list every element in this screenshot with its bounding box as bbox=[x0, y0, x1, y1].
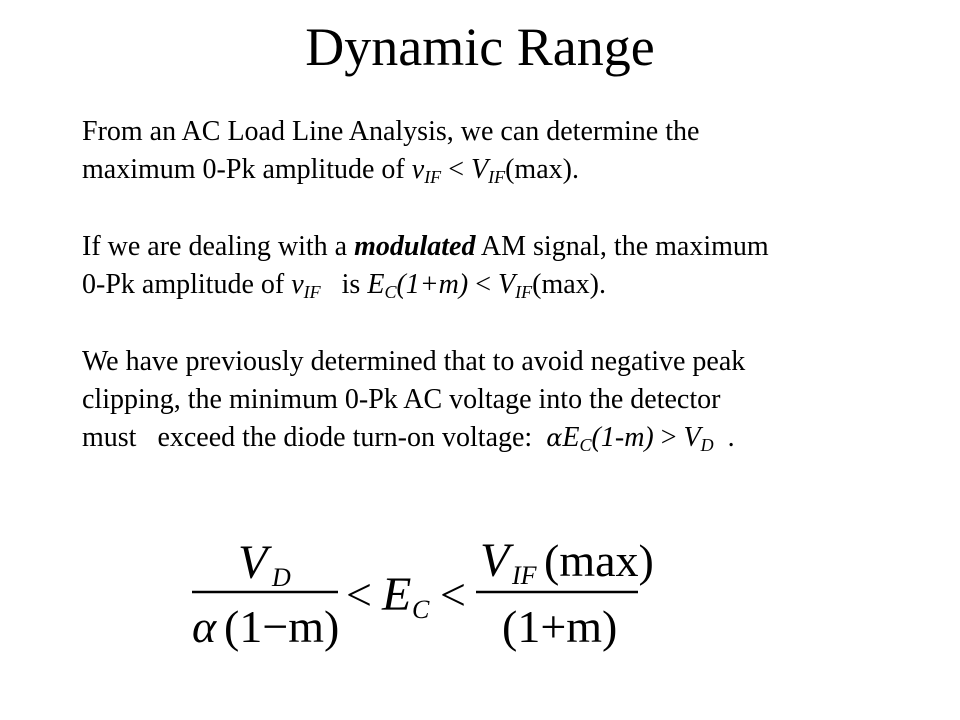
p3-line-1: We have previously determined that to av… bbox=[82, 346, 746, 377]
p2-line-2: 0-Pk amplitude of vIF is EC(1+m) < VIF(m… bbox=[82, 266, 882, 304]
V-IF-symbol: V bbox=[470, 154, 489, 185]
formula-alpha: α bbox=[192, 601, 217, 652]
v-if-symbol: v bbox=[291, 269, 304, 300]
p1-line-1: From an AC Load Line Analysis, we can de… bbox=[82, 116, 700, 147]
period: . bbox=[713, 422, 735, 453]
paragraph-modulated: If we are dealing with a modulated AM si… bbox=[82, 228, 882, 304]
p3-line-2: clipping, the minimum 0-Pk AC voltage in… bbox=[82, 384, 721, 415]
modulated-emphasis: modulated bbox=[354, 231, 476, 262]
formula-svg: V D α (1−m) < E C < V IF (max) (1+m) bbox=[192, 534, 654, 652]
formula-max: (max) bbox=[544, 535, 654, 586]
greater-than: > bbox=[653, 422, 684, 453]
E-symbol: E bbox=[562, 422, 580, 453]
if-subscript: IF bbox=[424, 167, 442, 187]
v-if-symbol: v bbox=[411, 154, 425, 185]
formula-one-plus-m: (1+m) bbox=[502, 601, 617, 652]
formula-less-than-1: < bbox=[346, 569, 372, 620]
max-text: (max). bbox=[532, 269, 606, 300]
if-subscript: IF bbox=[515, 282, 533, 302]
p2-text: AM signal, the maximum bbox=[475, 231, 769, 262]
max-text: (max). bbox=[505, 154, 579, 185]
paragraph-clipping: We have previously determined that to av… bbox=[82, 343, 882, 457]
if-subscript: IF bbox=[488, 167, 506, 187]
paragraph-load-line: From an AC Load Line Analysis, we can de… bbox=[82, 113, 882, 189]
p3-line-3: must exceed the diode turn-on voltage: α… bbox=[82, 419, 882, 457]
is-text: is bbox=[320, 269, 368, 300]
p3-text: must exceed the diode turn-on voltage: bbox=[82, 422, 547, 453]
E-symbol: E bbox=[367, 269, 385, 300]
p1-line-2: maximum 0-Pk amplitude of vIF < VIF(max)… bbox=[82, 151, 882, 189]
formula-VIF-sub: IF bbox=[511, 561, 538, 590]
less-than: < bbox=[468, 269, 499, 300]
p1-text: maximum 0-Pk amplitude of bbox=[82, 154, 412, 185]
p2-text: If we are dealing with a bbox=[82, 231, 355, 262]
alpha-symbol: α bbox=[546, 424, 563, 452]
formula-one-minus-m: (1−m) bbox=[224, 601, 339, 652]
V-D-symbol: V bbox=[683, 422, 701, 453]
p2-line-1: If we are dealing with a modulated AM si… bbox=[82, 228, 882, 266]
if-subscript: IF bbox=[303, 282, 321, 302]
formula-E: E bbox=[381, 568, 411, 621]
c-subscript: C bbox=[384, 282, 397, 302]
d-subscript: D bbox=[700, 435, 714, 455]
p2-text: 0-Pk amplitude of bbox=[82, 269, 292, 300]
one-plus-m: (1+m) bbox=[396, 269, 469, 300]
c-subscript: C bbox=[579, 435, 592, 455]
formula-E-sub: C bbox=[412, 595, 430, 624]
less-than: < bbox=[441, 154, 471, 185]
one-minus-m: (1-m) bbox=[591, 422, 654, 453]
formula-VD-sub: D bbox=[271, 563, 291, 592]
formula-VIF-V: V bbox=[480, 534, 514, 587]
V-IF-symbol: V bbox=[498, 269, 516, 300]
formula-VD-V: V bbox=[238, 536, 272, 589]
dynamic-range-formula: V D α (1−m) < E C < V IF (max) (1+m) bbox=[150, 520, 670, 680]
formula-less-than-2: < bbox=[440, 569, 466, 620]
page-title: Dynamic Range bbox=[305, 17, 655, 77]
